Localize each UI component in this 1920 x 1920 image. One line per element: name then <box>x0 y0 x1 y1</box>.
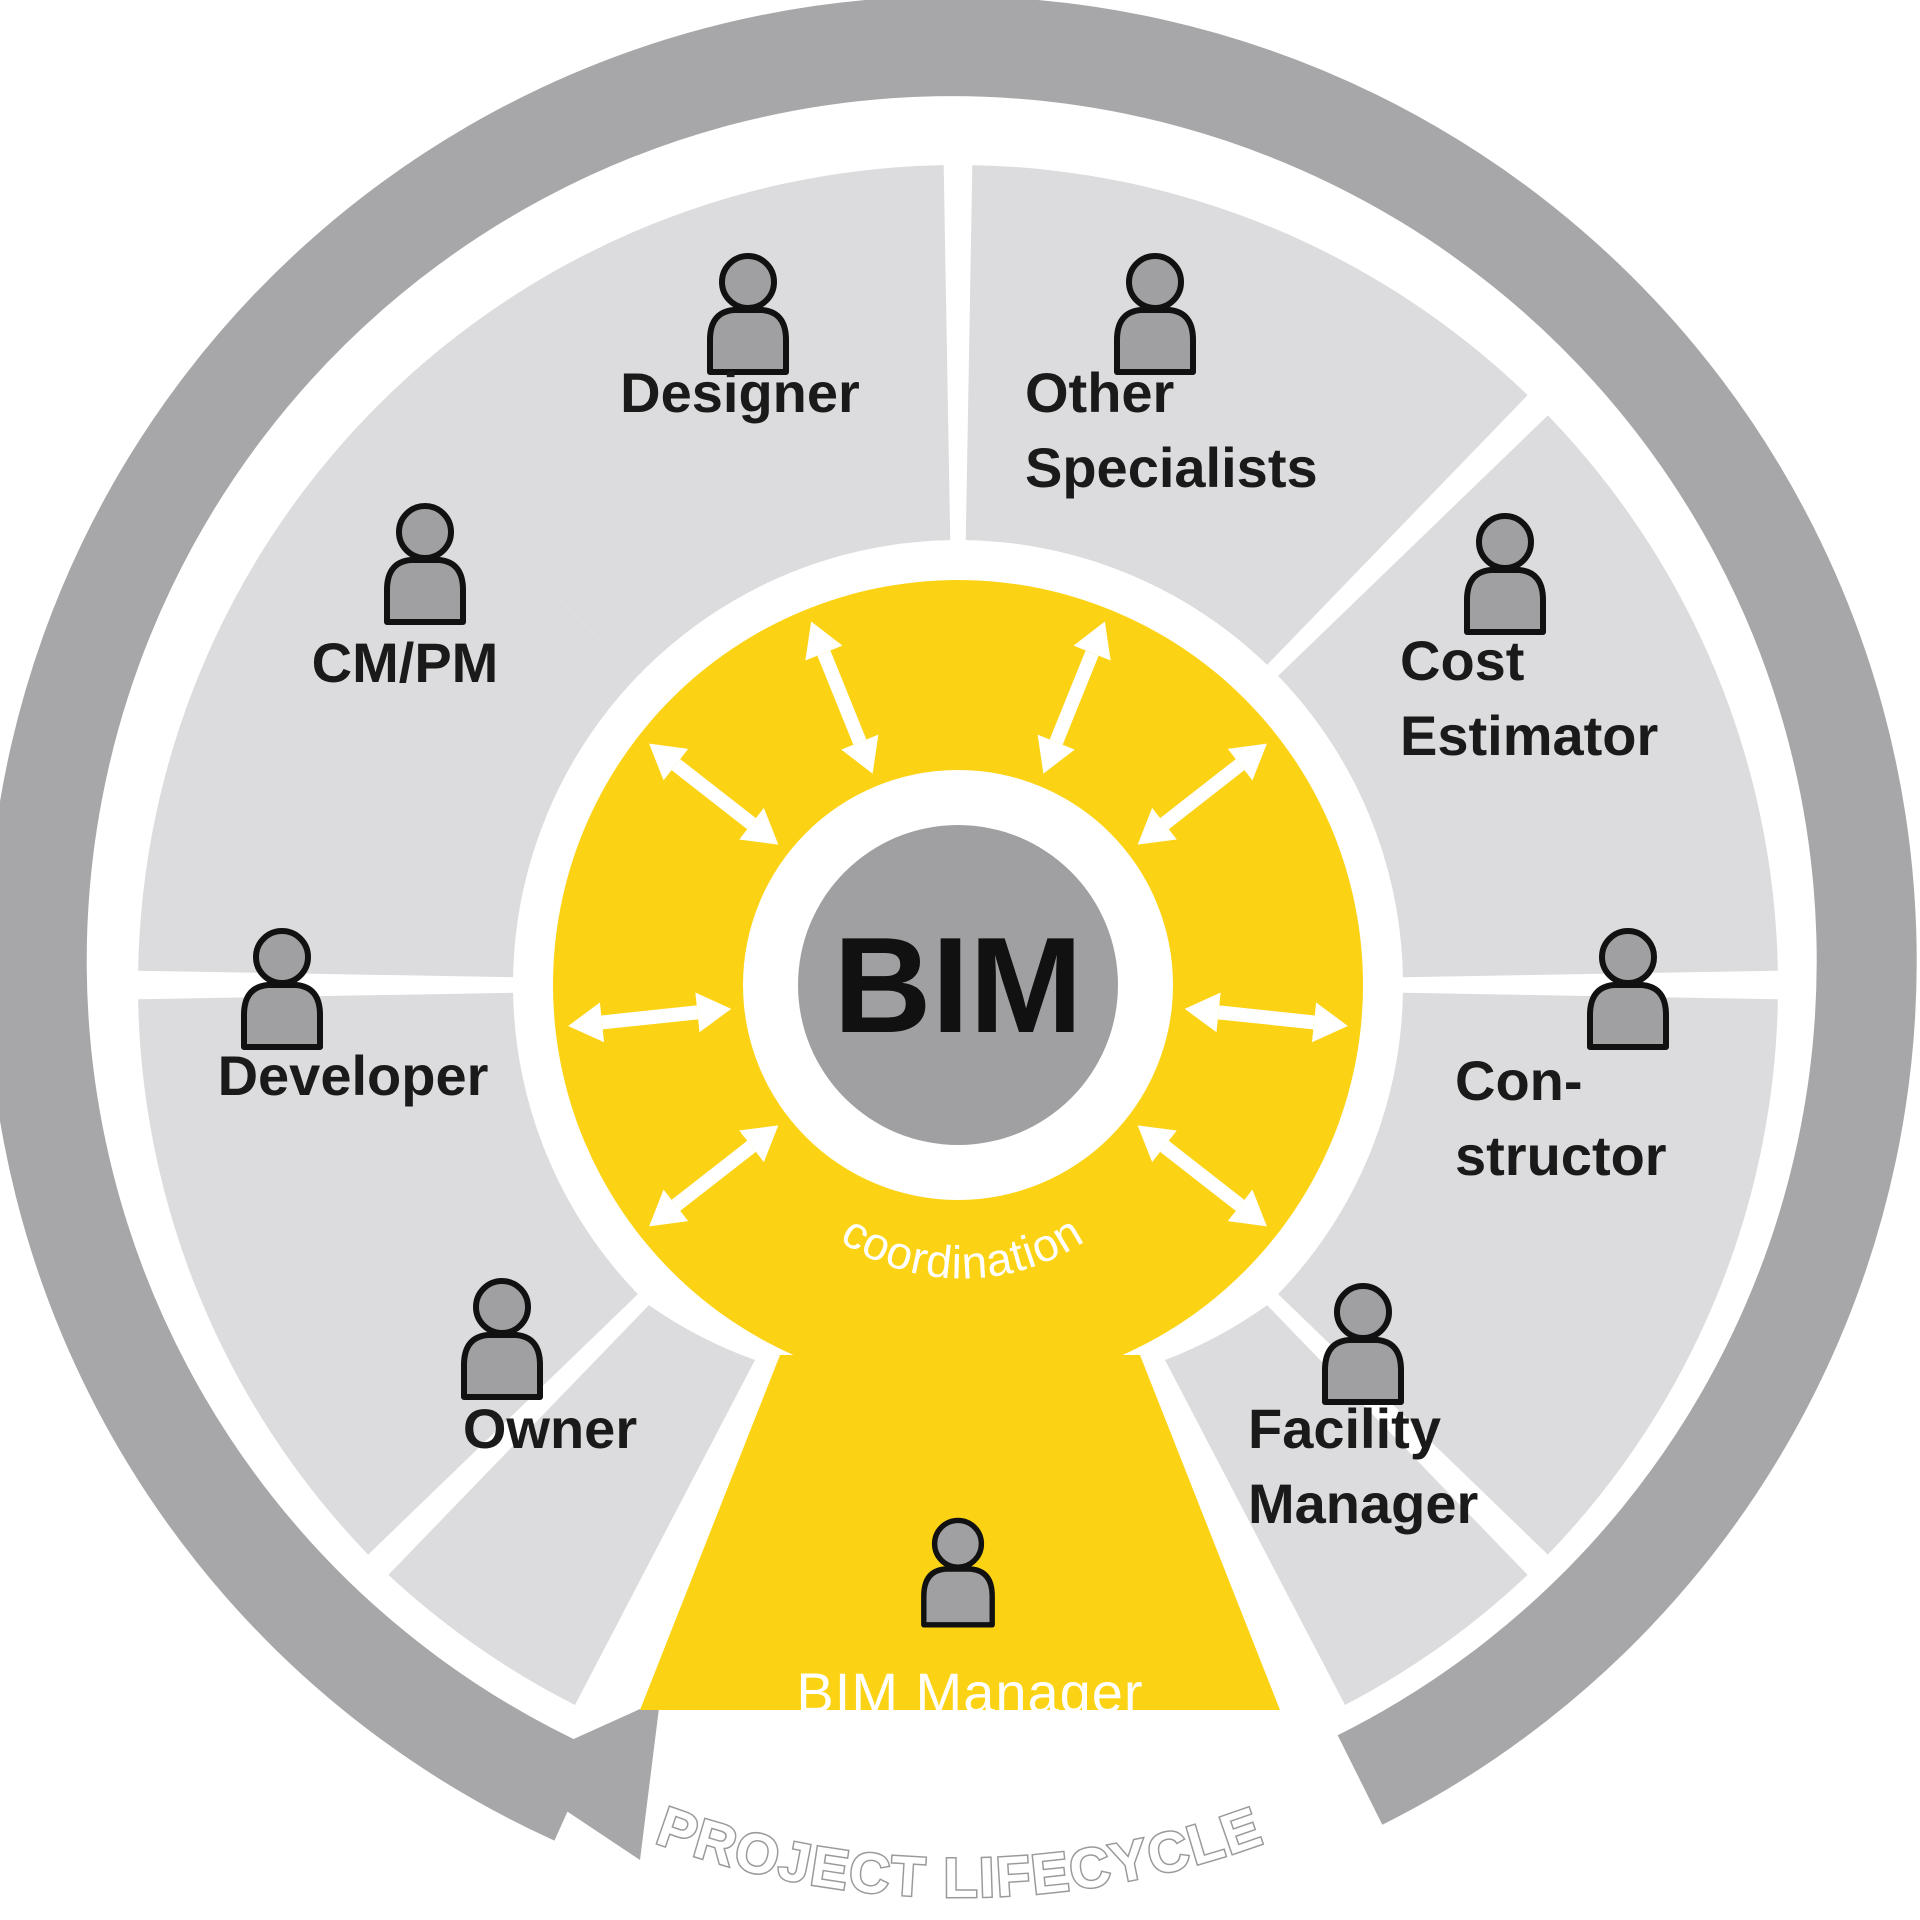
lifecycle-arc <box>0 0 1917 1841</box>
role-labels: Designer OtherSpecialistsCostEstimatorCon… <box>218 253 1669 1535</box>
stakeholder-segments <box>138 165 1778 1705</box>
double-arrow-icon <box>649 1125 779 1227</box>
person-icon <box>384 503 466 625</box>
role-label: Developer <box>218 1044 489 1107</box>
segment-facility-manager[interactable] <box>1165 1305 1528 1705</box>
segment-developer[interactable] <box>138 992 638 1555</box>
role-designer[interactable]: Designer <box>620 253 860 424</box>
role-developer[interactable]: Developer <box>218 928 489 1107</box>
double-arrow-icon <box>1184 992 1348 1043</box>
lifecycle-label: PROJECT LIFECYCLE <box>650 1794 1270 1909</box>
role-constructor[interactable]: Con-structor <box>1455 928 1669 1187</box>
role-label: Cost <box>1400 629 1524 692</box>
role-label: structor <box>1455 1124 1667 1187</box>
double-arrow-icon <box>1137 1125 1267 1227</box>
bim-label: BIM <box>833 909 1082 1061</box>
bim-core[interactable] <box>798 825 1118 1145</box>
coordination-arrows <box>568 621 1348 1227</box>
segment-other-specialists[interactable] <box>965 165 1528 665</box>
role-owner[interactable]: Owner <box>461 1278 637 1460</box>
double-arrow-icon <box>805 621 879 774</box>
lifecycle-arrow-head <box>505 1700 660 1860</box>
role-label: Owner <box>463 1397 637 1460</box>
person-icon <box>1114 253 1196 375</box>
double-arrow-icon <box>1137 743 1267 845</box>
person-icon <box>1322 1283 1404 1405</box>
bim-manager[interactable]: BIM Manager <box>796 1517 1143 1724</box>
role-cm-pm[interactable]: CM/PM <box>312 503 499 694</box>
role-label: Specialists <box>1025 436 1318 499</box>
role-label: Designer <box>620 361 860 424</box>
role-label: Estimator <box>1400 704 1658 767</box>
person-icon <box>461 1278 543 1400</box>
role-label: Other <box>1025 361 1174 424</box>
segment-constructor[interactable] <box>1278 992 1778 1555</box>
person-icon <box>1464 513 1546 635</box>
person-icon <box>707 253 789 375</box>
role-label: Manager <box>1248 1472 1478 1535</box>
double-arrow-icon <box>568 992 732 1043</box>
segment-designer[interactable] <box>368 165 951 676</box>
segment-cost-estimator[interactable] <box>1278 415 1778 978</box>
person-icon <box>1587 928 1669 1050</box>
segment-owner[interactable] <box>388 1305 755 1705</box>
double-arrow-icon <box>1037 621 1111 774</box>
bim-manager-label: BIM Manager <box>796 1661 1143 1724</box>
person-icon <box>241 928 323 1050</box>
segment-cm-pm[interactable] <box>138 415 638 978</box>
double-arrow-icon <box>649 743 779 845</box>
role-label: CM/PM <box>312 631 499 694</box>
person-icon <box>921 1517 995 1628</box>
person-icon <box>921 1517 995 1628</box>
role-label: Con- <box>1455 1049 1583 1112</box>
role-label: Facility <box>1248 1397 1441 1460</box>
